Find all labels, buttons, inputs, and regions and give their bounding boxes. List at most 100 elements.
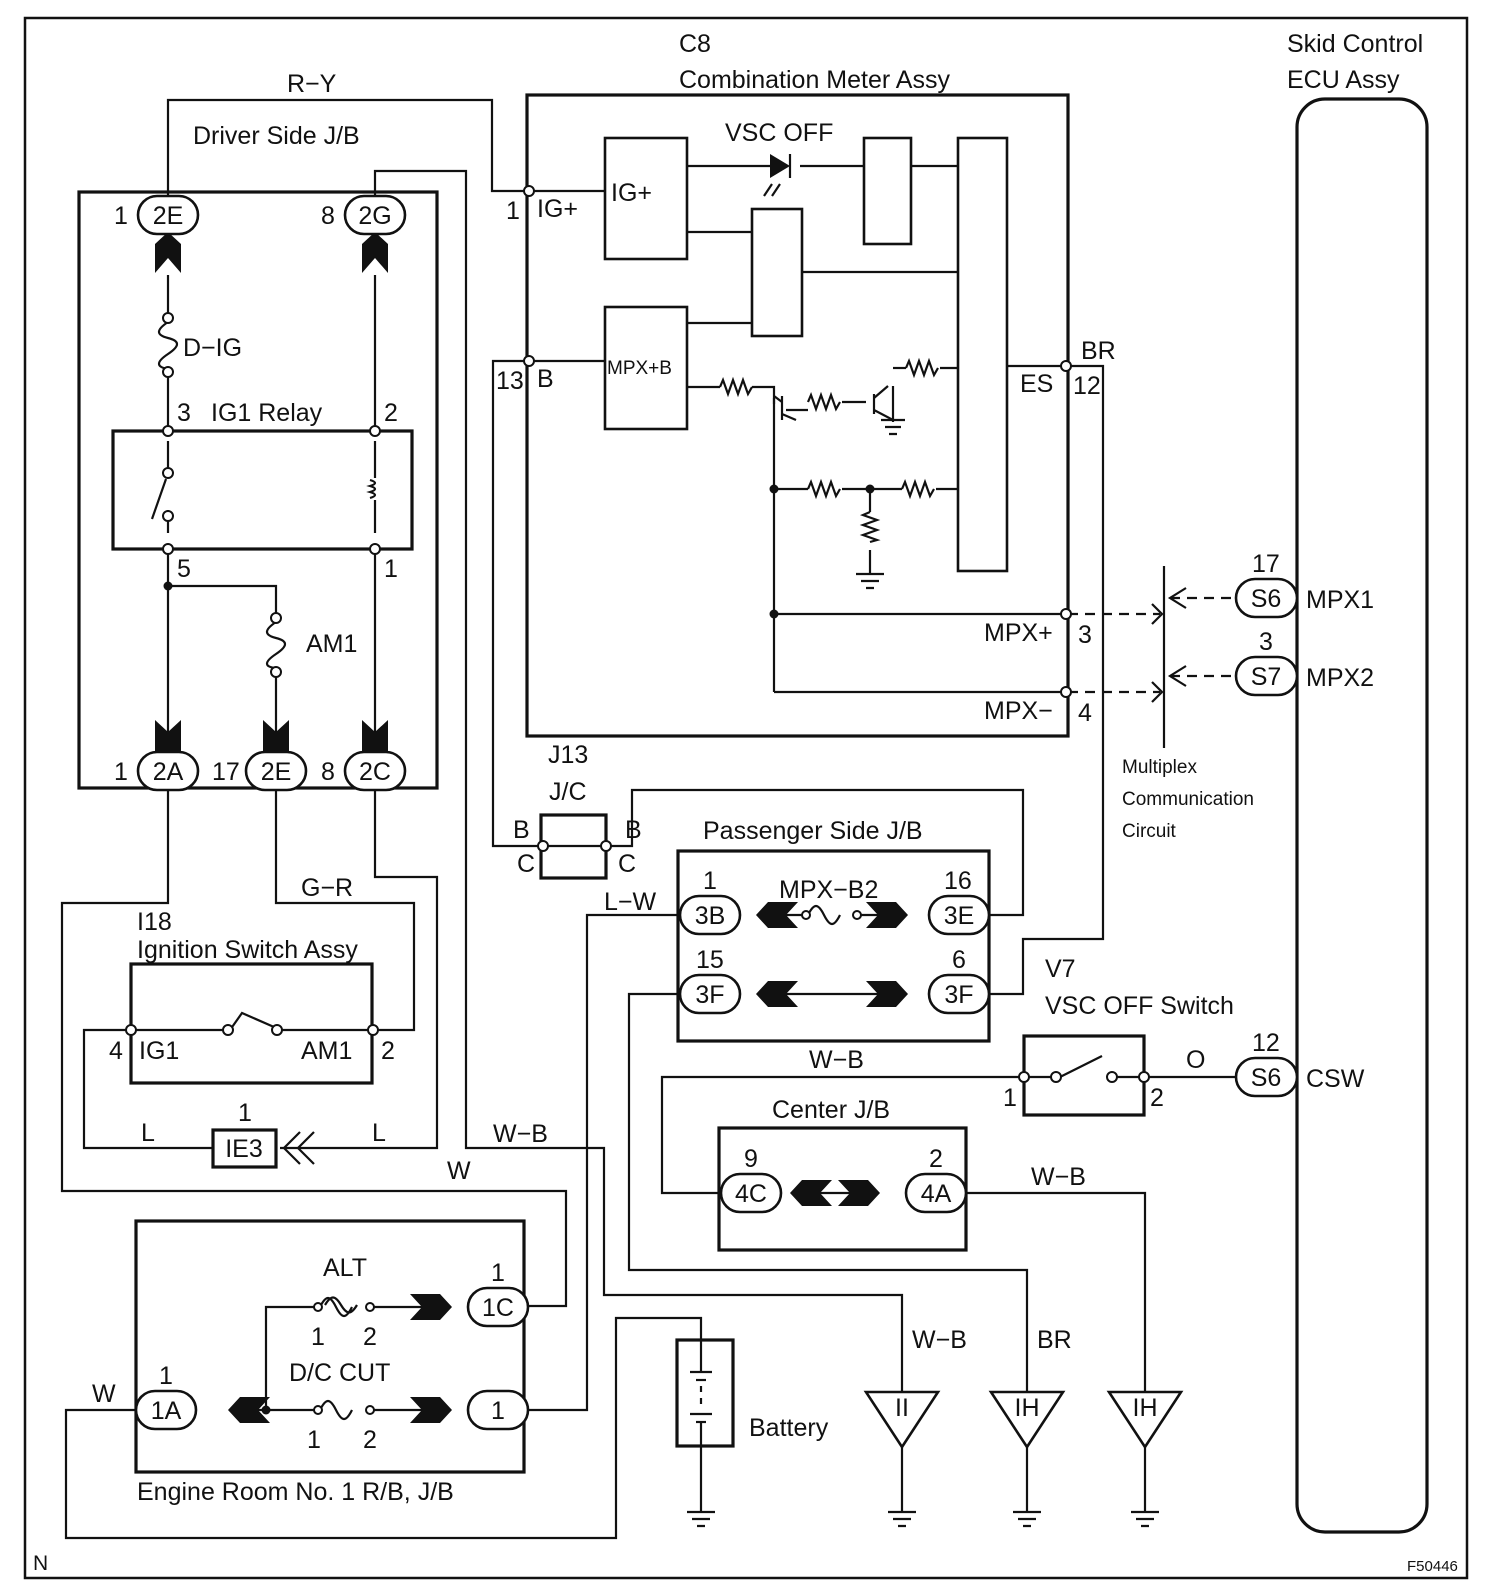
wire-l-right: L [372,1119,386,1147]
meter-mpxplus-terminal: MPX+ [984,619,1053,647]
dccut-fuse-label: D/C CUT [289,1359,390,1387]
pin-vsc-1: 1 [1003,1084,1017,1112]
ecu-csw: CSW [1306,1065,1365,1093]
ecu-mpx2: MPX2 [1306,664,1374,692]
jc-code: J13 [548,741,588,769]
conn-2a: 2A [153,758,184,786]
conn-ie3: IE3 [225,1135,263,1163]
ignition-code: I18 [137,908,172,936]
fuse-am1-label: AM1 [306,630,357,658]
pin-s6-csw: 12 [1252,1029,1280,1057]
skid-ecu-box [1295,97,1429,1534]
pin-4a: 2 [929,1145,943,1173]
ground-ii-label: II [895,1394,909,1422]
pin-relay-1: 1 [384,555,398,583]
ecu-mpx1: MPX1 [1306,586,1374,614]
fuse-dig-label: D−IG [183,334,242,362]
multiplex-label-3: Circuit [1122,821,1177,842]
vsc-off-indicator-label: VSC OFF [725,119,833,147]
wire-wb-ground: W−B [912,1326,967,1354]
meter-title: Combination Meter Assy [679,66,950,94]
relay-internals [150,441,377,533]
pin-3e: 16 [944,867,972,895]
jc-b-right: B [625,816,642,844]
conn-4c: 4C [735,1180,767,1208]
conn-s7: S7 [1251,663,1282,691]
meter-mpxminus-terminal: MPX− [984,697,1053,725]
mpxb-block [603,305,689,431]
ground-ih-label: IH [1015,1394,1040,1422]
pin-s7: 3 [1259,628,1273,656]
pin-dccut-1: 1 [307,1426,321,1454]
meter-es-terminal: ES [1020,370,1053,398]
conn-2e-bottom: 2E [261,758,292,786]
wire-ry: R−Y [287,70,337,98]
vsc-switch-contact [1024,1055,1144,1079]
connector-labels: 2E 2G 2A 2E 2C 3B 3E 3F 3F 4C 4A 1C 1A 1… [151,202,1282,1425]
meter-resistors [718,357,939,544]
wire-wb-pjb: W−B [809,1046,864,1074]
wire-lw: L−W [604,888,657,916]
vsc-off-led [763,154,792,197]
conn-s6-csw: S6 [1251,1064,1282,1092]
meter-block-a [750,207,804,338]
pin-3f-right: 6 [952,946,966,974]
pin-meter-12: 12 [1073,372,1101,400]
meter-block-b [862,136,913,246]
wire-br-meter: BR [1081,337,1116,365]
skid-ecu-title-2: ECU Assy [1287,66,1400,94]
alt-fuse-label: ALT [323,1254,367,1282]
conn-3f-right: 3F [944,981,973,1009]
terminal-dots [125,185,1150,1415]
ignition-ig1-label: IG1 [139,1037,179,1065]
fuse-am1-symbol [265,621,287,670]
fuse-mpxb2-symbol [807,904,841,926]
conn-2e-top: 2E [153,202,184,230]
pin-2a: 1 [114,758,128,786]
connector-chevrons [155,232,908,1423]
ig1-relay-box [111,429,414,551]
pin-am1: 2 [381,1037,395,1065]
connector-ovals [134,194,1299,1431]
pin-meter-4: 4 [1078,699,1092,727]
wire-wb-left: W−B [493,1120,548,1148]
pin-2c: 8 [321,758,335,786]
jc-c-left: C [517,850,535,878]
passenger-jb-box [676,849,991,1043]
combination-meter-box [525,93,1070,738]
pin-meter-13: 13 [496,367,524,395]
driver-jb-box [77,190,439,790]
meter-cpu-block [956,136,1009,573]
conn-2c: 2C [359,758,391,786]
center-jb-title: Center J/B [772,1096,890,1124]
multiplex-label-1: Multiplex [1122,757,1197,778]
driver-jb-title: Driver Side J/B [193,122,360,150]
pin-1a: 1 [159,1362,173,1390]
ground-ih-2-label: IH [1133,1394,1158,1422]
jc-c-right: C [618,850,636,878]
conn-s6-mpx: S6 [1251,585,1282,613]
meter-b-terminal: B [537,365,554,393]
ground-ih-2-symbol [1106,1390,1184,1450]
wire-o: O [1186,1046,1205,1074]
pin-2e-top: 1 [114,202,128,230]
conn-1c: 1C [482,1294,514,1322]
ig-plus-block [603,136,689,261]
pin-3b: 1 [703,867,717,895]
diagram-id: F50446 [1407,1558,1458,1575]
pin-numbers: 1 8 3 2 5 1 1 17 8 4 2 1 1 13 12 3 4 1 1… [109,197,1280,1454]
pin-vsc-2: 2 [1150,1084,1164,1112]
meter-code: C8 [679,30,711,58]
engine-room-title: Engine Room No. 1 R/B, J/B [137,1478,454,1506]
passenger-jb-title: Passenger Side J/B [703,817,923,845]
pin-3f-left: 15 [696,946,724,974]
pin-alt-1: 1 [311,1323,325,1351]
conn-3b: 3B [695,902,726,930]
ignition-title: Ignition Switch Assy [137,936,358,964]
ground-ii-symbol [863,1390,941,1450]
meter-igplus-terminal: IG+ [537,195,578,223]
conn-3e: 3E [944,902,975,930]
pin-alt-2: 2 [363,1323,377,1351]
fuse-alt-symbol [319,1296,358,1318]
